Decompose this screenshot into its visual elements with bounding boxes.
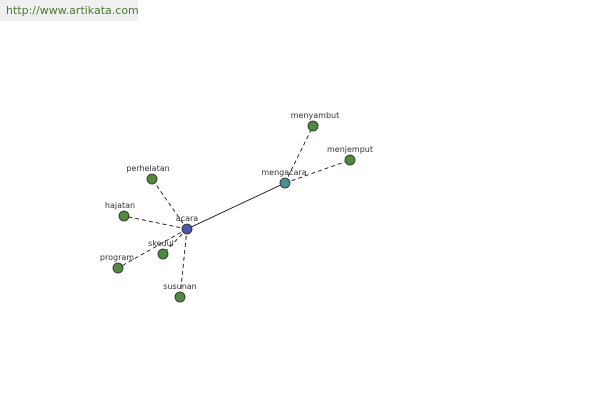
edge-acara-susunan: [179, 228, 188, 298]
node-label-hajatan[interactable]: hajatan: [105, 201, 135, 210]
edge-acara-mengacara: [186, 182, 286, 230]
node-label-menyambut[interactable]: menyambut: [291, 111, 340, 120]
source-url-banner[interactable]: http://www.artikata.com: [0, 0, 139, 21]
edge-mengacara-menyambut: [284, 125, 314, 184]
node-hajatan[interactable]: [118, 210, 130, 222]
node-label-perhelatan[interactable]: perhelatan: [126, 164, 169, 173]
node-label-susunan[interactable]: susunan: [163, 282, 197, 291]
edges-layer: [117, 125, 351, 298]
node-label-mengacara[interactable]: mengacara: [261, 168, 306, 177]
node-label-program[interactable]: program: [100, 253, 134, 262]
node-perhelatan[interactable]: [146, 173, 158, 185]
edge-acara-program: [117, 228, 188, 269]
nodes-layer: [112, 120, 356, 303]
node-program[interactable]: [112, 262, 124, 274]
node-menyambut[interactable]: [307, 120, 319, 132]
node-label-skedul[interactable]: skedul: [148, 239, 174, 248]
node-susunan[interactable]: [174, 291, 186, 303]
edge-acara-skedul: [162, 228, 188, 255]
node-label-acara[interactable]: acara: [176, 214, 198, 223]
edge-acara-hajatan: [123, 215, 188, 230]
node-menjemput[interactable]: [344, 154, 356, 166]
edge-acara-perhelatan: [151, 178, 188, 230]
node-mengacara[interactable]: [279, 177, 291, 189]
labels-layer: acara mengacara menyambut menjemput perhelat…: [100, 111, 373, 291]
node-acara[interactable]: [181, 223, 193, 235]
node-label-menjemput[interactable]: menjemput: [327, 145, 373, 154]
node-skedul[interactable]: [157, 248, 169, 260]
edge-mengacara-menjemput: [284, 159, 351, 184]
